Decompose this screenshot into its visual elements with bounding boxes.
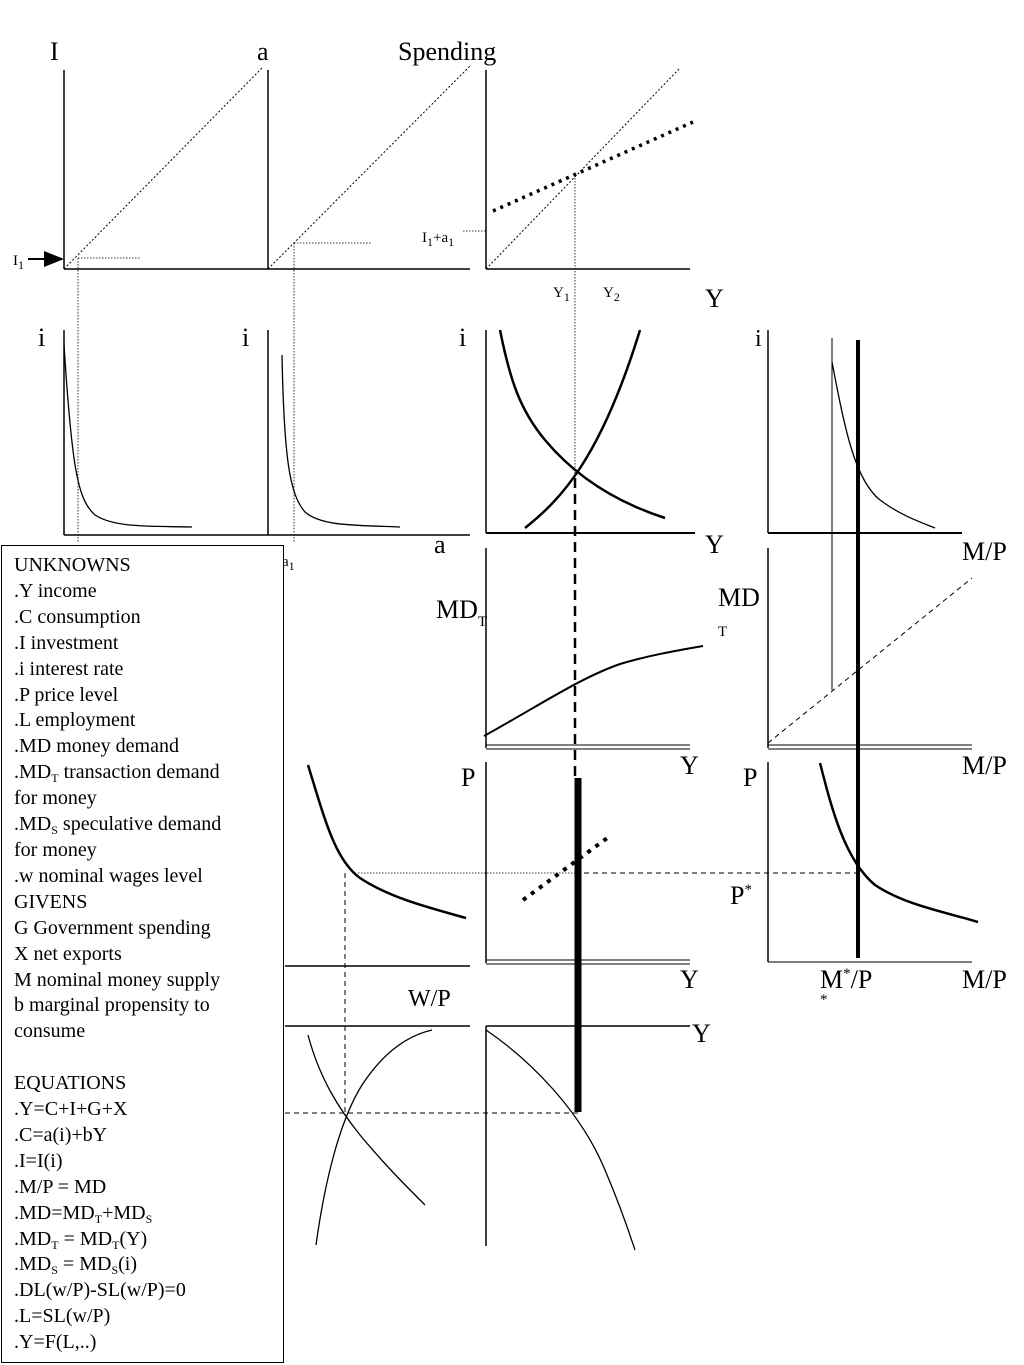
production-y-label: Y (692, 1019, 711, 1048)
equations-title: EQUATIONS (14, 1072, 127, 1095)
unknown-item-wage: .w nominal wages level (14, 864, 203, 887)
investment-demand-curve (63, 344, 193, 528)
money-market-mp-label: M/P (962, 537, 1007, 566)
money-market-panel: i M/P (755, 326, 1007, 958)
unknown-item-mdt-cont: for money (14, 787, 97, 810)
legend-spacer (14, 1045, 279, 1071)
price-level-p-label: P (743, 763, 757, 792)
is-curve (498, 329, 666, 520)
investment-panel: I I1 (13, 37, 268, 272)
spending-panel: Spending I1+a1 Y1 Y2 Y (398, 37, 724, 313)
equation-item: .MD=MDT+MDS (14, 1201, 153, 1226)
unknown-item-mds: .MDS speculative demand (14, 813, 222, 838)
equation-item: .M/P = MD (14, 1175, 107, 1198)
production-function-curve (485, 1029, 636, 1251)
a1-tick-label: a1 (282, 554, 295, 573)
aggregate-supply-demand-panel: P Y (461, 762, 699, 994)
transaction-demand-y-label: Y (680, 751, 699, 780)
real-money-panel: MD T M/P (718, 548, 1007, 780)
as-ad-y-label: Y (680, 965, 699, 994)
given-item: M nominal money supply (14, 968, 221, 991)
price-level-panel: P P* M*/P * M/P (730, 762, 1007, 1008)
spending-45-degree-line (485, 67, 681, 270)
real-money-md-sub-label: T (718, 624, 727, 640)
equation-item: .Y=F(L,..) (14, 1331, 97, 1354)
lm-curve (524, 329, 642, 529)
unknown-item: .Y income (14, 579, 97, 602)
real-money-45-degree-line (767, 577, 973, 744)
equation-item: .DL(w/P)-SL(w/P)=0 (14, 1279, 186, 1302)
real-money-md-label: MD (718, 583, 760, 612)
transaction-demand-curve (483, 645, 704, 737)
wp-axis-label: W/P (408, 986, 451, 1012)
i1-plus-a1-label: I1+a1 (422, 230, 454, 249)
autonomous-consumption-demand-panel: i a1 (242, 323, 470, 573)
labour-supply-curve (315, 1029, 433, 1246)
investment-axis-label: I (50, 37, 59, 66)
spending-y-axis-x-label: Y (705, 284, 724, 313)
unknown-item: .i interest rate (14, 657, 124, 680)
equation-item: .MDT = MDT(Y) (14, 1227, 148, 1252)
y1-tick-label: Y1 (553, 285, 570, 304)
givens-title: GIVENS (14, 890, 88, 913)
autonomous-demand-curve (281, 354, 401, 528)
transaction-demand-panel: MDT Y (436, 548, 704, 780)
given-item: G Government spending (14, 916, 211, 939)
labour-demand-curve (307, 1034, 426, 1206)
equation-item: .L=SL(w/P) (14, 1305, 111, 1328)
equation-item: .MDS = MDS(i) (14, 1253, 138, 1278)
given-item: b marginal propensity to (14, 994, 210, 1017)
i1-marker-label: I1 (13, 253, 24, 272)
equation-item: .Y=C+I+G+X (14, 1098, 128, 1121)
unknown-item: .P price level (14, 683, 119, 706)
autonomous-demand-i-label: i (242, 323, 249, 352)
production-function-panel: Y (485, 1019, 711, 1251)
autonomous-axis-label: a (257, 37, 269, 66)
aggregate-expenditure-line (492, 120, 694, 213)
price-level-curve (818, 762, 979, 924)
labour-price-curve (306, 764, 467, 920)
real-money-mp-label: M/P (962, 751, 1007, 780)
legend-box: UNKNOWNS .Y income .C consumption .I inv… (1, 545, 284, 1363)
money-market-i-label: i (755, 326, 762, 352)
is-lm-panel: i Y a (434, 323, 724, 559)
y2-tick-label: Y2 (603, 285, 620, 304)
investment-demand-i-label: i (38, 323, 45, 352)
given-item: consume (14, 1020, 86, 1043)
price-level-mp-label: M/P (962, 965, 1007, 994)
as-ad-p-label: P (461, 763, 475, 792)
unknown-item: .C consumption (14, 605, 141, 628)
investment-demand-panel: i (38, 323, 268, 536)
unknown-item: .MD money demand (14, 735, 179, 758)
aggregate-demand-dotted-curve (521, 834, 612, 902)
investment-45-degree-line (63, 67, 263, 270)
unknown-item: .L employment (14, 709, 136, 732)
spending-axis-label: Spending (398, 37, 496, 66)
unknown-item: .I investment (14, 631, 119, 654)
m-star-over-p-label: M*/P (820, 965, 872, 994)
given-item: X net exports (14, 942, 122, 965)
m-star-below-label: * (820, 992, 828, 1008)
is-lm-i-label: i (459, 323, 466, 352)
is-lm-a-label: a (434, 530, 446, 559)
p-star-label: P* (730, 881, 752, 910)
equation-item: .C=a(i)+bY (14, 1123, 108, 1146)
equation-item: .I=I(i) (14, 1149, 63, 1172)
is-lm-y-label: Y (705, 530, 724, 559)
unknown-item-mdt: .MDT transaction demand (14, 761, 220, 786)
unknowns-title: UNKNOWNS (14, 554, 131, 576)
unknown-item-mds-cont: for money (14, 838, 97, 861)
autonomous-consumption-panel: a (257, 37, 471, 270)
transaction-demand-label: MDT (436, 595, 487, 630)
money-demand-curve (831, 361, 936, 529)
